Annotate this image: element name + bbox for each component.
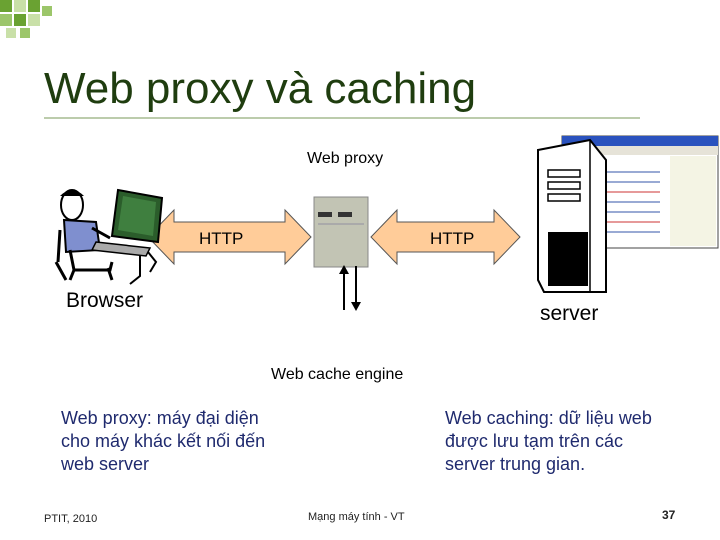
slide-title: Web proxy và caching — [44, 64, 477, 113]
corner-squares-icon — [0, 0, 52, 38]
proxy-server-icon — [313, 196, 369, 268]
footer-organization: PTIT, 2010 — [44, 513, 98, 525]
web-cache-engine-label: Web cache engine — [271, 366, 404, 383]
http-label-left: HTTP — [199, 229, 244, 248]
footer-course: Mạng máy tính - VT — [308, 511, 405, 523]
http-arrow-left — [147, 208, 312, 266]
person-at-computer-icon — [54, 188, 164, 285]
web-proxy-description: Web proxy: máy đại diện cho máy khác kết… — [61, 408, 266, 474]
cache-arrows — [339, 265, 361, 311]
http-label-right: HTTP — [430, 229, 475, 248]
web-proxy-label: Web proxy — [307, 150, 384, 167]
server-label: server — [540, 302, 599, 325]
web-caching-description: Web caching: dữ liệu web được lưu tạm tr… — [445, 408, 652, 474]
page-number: 37 — [662, 508, 676, 522]
http-arrow-right — [370, 208, 521, 266]
browser-label: Browser — [66, 289, 144, 312]
web-server-icon — [537, 138, 607, 293]
